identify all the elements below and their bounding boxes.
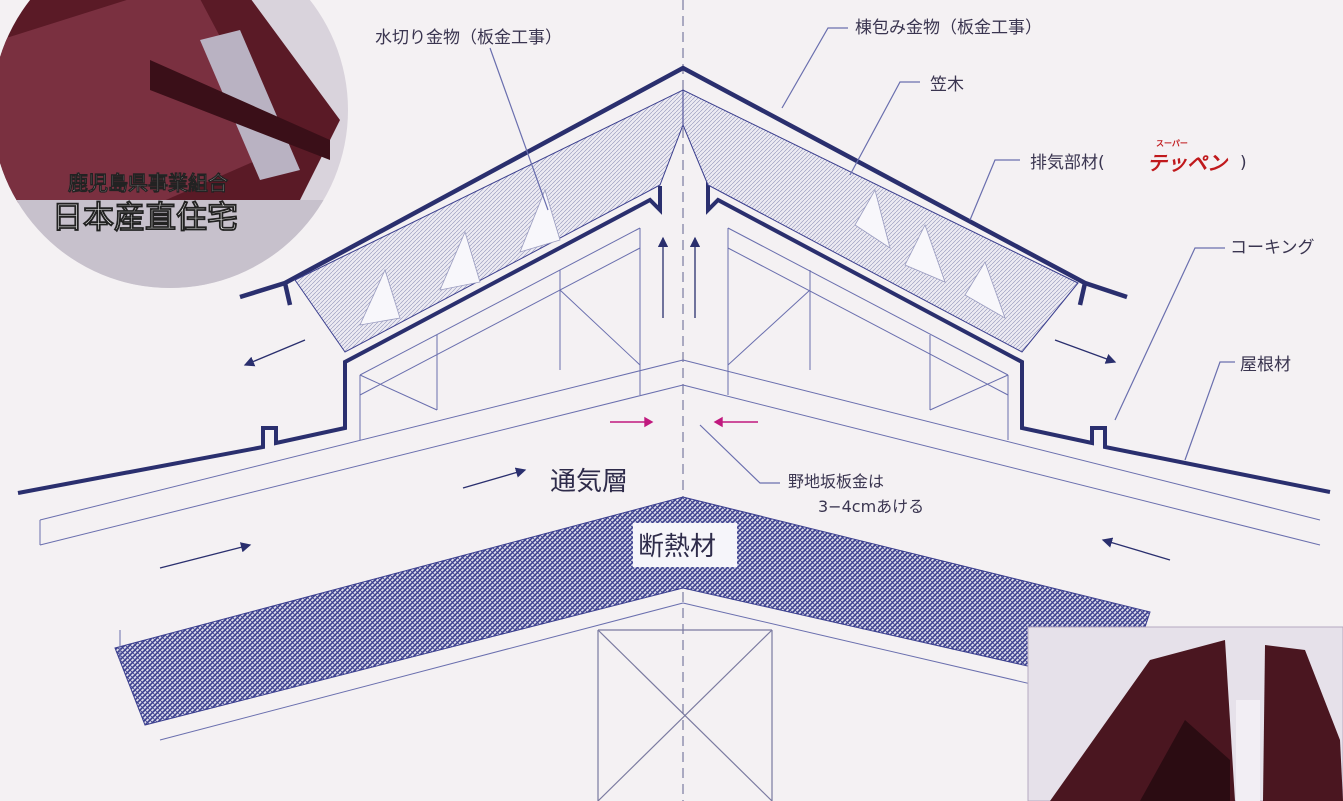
label-kasagi: 笠木 — [930, 75, 964, 95]
leader-lines — [489, 27, 1235, 484]
gap-markers — [610, 416, 758, 428]
roof-substrate-lines — [39, 359, 1321, 741]
photo-caption-line1: 鹿児島県事業組合 — [68, 171, 229, 195]
label-munetsutsumi: 棟包み金物（板金工事） — [855, 18, 1042, 38]
ridge-cap — [239, 65, 1128, 306]
label-haiki-ruby: スーパー — [1156, 138, 1188, 148]
photo-bottom-right — [1027, 626, 1343, 801]
bottom-truss — [597, 629, 773, 801]
vent-openings — [359, 188, 1006, 326]
ridge-framing — [359, 227, 1009, 440]
label-haiki-suffix: ) — [1240, 153, 1247, 173]
label-tsukiso: 通気層 — [550, 467, 628, 497]
label-mizukiri: 水切り金物（板金工事） — [375, 28, 562, 48]
label-danetsu: 断熱材 — [638, 532, 716, 562]
label-haiki-prefix: 排気部材( — [1030, 153, 1105, 173]
airflow-arrows — [159, 236, 1171, 569]
photo-caption-line2: 日本産直住宅 — [52, 200, 238, 236]
label-danetsu-bg — [633, 523, 737, 567]
exhaust-vent-left — [294, 89, 684, 353]
label-haiki-brand: テッペン — [1147, 151, 1229, 175]
roof-material — [17, 182, 1331, 495]
label-caulking: コーキング — [1230, 238, 1315, 258]
label-yane: 屋根材 — [1240, 355, 1291, 375]
label-haiki: 排気部材( スーパー テッペン ) — [1030, 138, 1247, 175]
label-noji-line2: 3−4cmあける — [818, 497, 924, 516]
label-noji-line1: 野地坂板金は — [788, 472, 884, 491]
